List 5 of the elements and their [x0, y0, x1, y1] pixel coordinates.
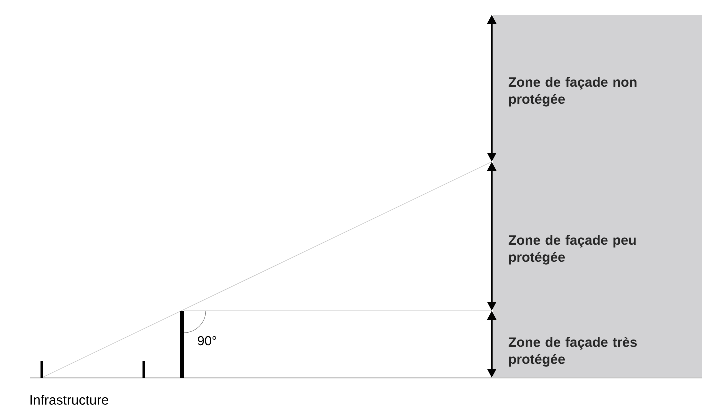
zone-label: Zone de façade non protégée: [508, 77, 637, 107]
infrastructure-label: Infrastructure: [30, 395, 108, 405]
zone-label: Zone de façade très protégée: [508, 337, 638, 367]
angle-label: 90°: [198, 336, 216, 346]
zone-label: Zone de façade peu protégée: [508, 235, 636, 265]
